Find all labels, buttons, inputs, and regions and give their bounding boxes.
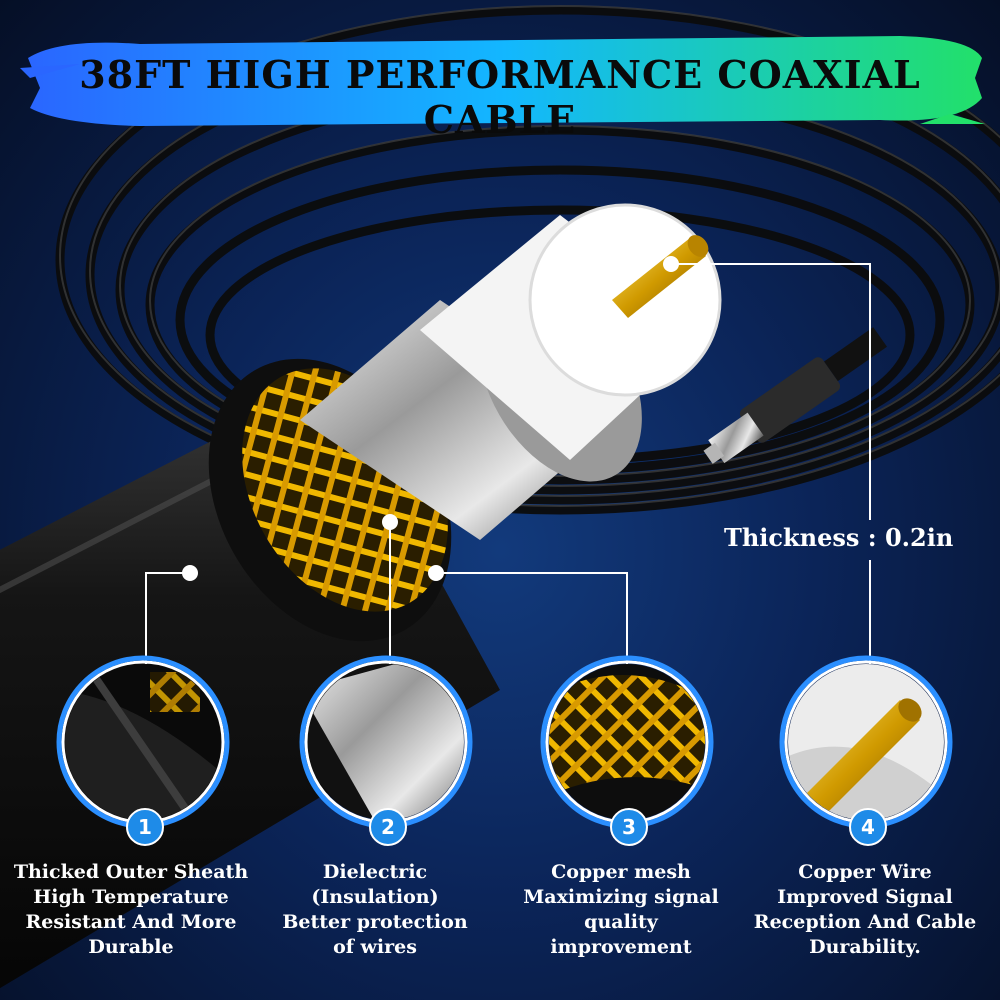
caption-line: of wires — [333, 936, 417, 958]
caption-line: Resistant And More — [25, 911, 237, 933]
main-cable — [0, 203, 722, 989]
caption-line: Copper Wire — [798, 861, 932, 883]
detail-circle-copper-mesh — [540, 655, 714, 829]
caption-line: (Insulation) — [311, 886, 439, 908]
caption-line: Thicked Outer Sheath — [13, 861, 249, 883]
feature-caption-copper-wire: Copper Wire Improved Signal Reception An… — [745, 860, 985, 960]
callout-dot-2 — [382, 514, 398, 530]
feature-badge-3: 3 — [610, 808, 648, 846]
detail-circle-outer-sheath — [56, 655, 230, 829]
detail-circle-copper-wire — [779, 655, 953, 829]
callout-dot-1 — [182, 565, 198, 581]
thickness-label: Thickness : 0.2in — [724, 523, 954, 552]
title-banner — [20, 36, 985, 126]
callout-dot-3 — [428, 565, 444, 581]
detail-circle-dielectric — [299, 655, 473, 829]
caption-line: Copper mesh — [551, 861, 691, 883]
feature-badge-1: 1 — [126, 808, 164, 846]
feature-caption-dielectric: Dielectric (Insulation) Better protectio… — [255, 860, 495, 960]
page-title: 38FT HIGH PERFORMANCE COAXIAL CABLE — [79, 52, 921, 142]
caption-line: Dielectric — [322, 861, 428, 883]
caption-line: Durability. — [809, 936, 921, 958]
f-connector — [703, 327, 887, 464]
feature-badge-2: 2 — [369, 808, 407, 846]
caption-line: Durable — [88, 936, 174, 958]
feature-caption-copper-mesh: Copper mesh Maximizing signal quality im… — [501, 860, 741, 960]
caption-line: Better protection — [282, 911, 468, 933]
caption-line: Reception And Cable — [753, 911, 977, 933]
feature-caption-outer-sheath: Thicked Outer Sheath High Temperature Re… — [11, 860, 251, 960]
caption-line: Maximizing signal — [523, 886, 719, 908]
caption-line: High Temperature — [33, 886, 229, 908]
caption-line: Improved Signal — [777, 886, 953, 908]
caption-line: improvement — [550, 936, 692, 958]
caption-line: quality — [584, 911, 658, 933]
callout-lines — [145, 263, 871, 664]
feature-badge-4: 4 — [849, 808, 887, 846]
callout-dot-4 — [663, 256, 679, 272]
